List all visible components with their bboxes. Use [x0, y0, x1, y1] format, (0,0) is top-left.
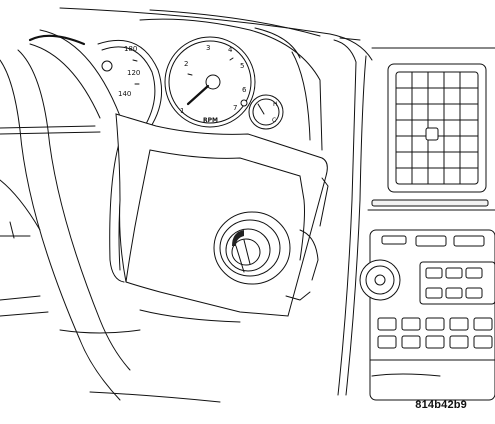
tach-numeral-5: 5	[240, 62, 244, 70]
cluster-trip-knob	[240, 99, 248, 107]
speedometer-reset-knob	[101, 60, 113, 72]
tach-needle-hub	[205, 74, 221, 90]
center-stack-frame	[333, 37, 495, 396]
ignition-switch	[213, 211, 291, 285]
tach-numeral-6: 6	[242, 86, 247, 94]
speedometer-label-140: 140	[118, 90, 131, 98]
tach-numeral-4: 4	[228, 46, 233, 54]
tach-rpm-label: RPM	[203, 117, 218, 124]
radio-display	[419, 261, 495, 305]
cluster-hood	[139, 18, 323, 151]
speedometer-gauge: 180 120 140	[97, 39, 163, 129]
fuel-gauge: H C	[240, 94, 284, 130]
tach-needle	[186, 84, 210, 106]
tach-numeral-7: 7	[233, 104, 237, 112]
center-air-vent	[371, 63, 489, 207]
tach-numeral-1: 1	[180, 107, 184, 115]
vent-adjust-tab	[425, 127, 439, 141]
fuel-gauge-label-h: H	[273, 101, 278, 108]
figure-id-label: 814b42b9	[415, 399, 467, 411]
column-shroud-details	[285, 177, 329, 301]
tach-numeral-3: 3	[206, 44, 210, 52]
radio-controls	[359, 229, 495, 401]
fuel-gauge-needle	[257, 103, 265, 115]
speedometer-label-120: 120	[127, 69, 140, 77]
speedometer-label-180: 180	[124, 45, 137, 53]
tachometer-gauge: 1 2 3 4 5 6 7 RPM	[164, 36, 256, 128]
steering-wheel	[0, 29, 221, 403]
cluster-bezel-panel	[115, 113, 328, 317]
tach-numeral-2: 2	[184, 60, 188, 68]
fuel-gauge-label-c: C	[272, 117, 276, 124]
